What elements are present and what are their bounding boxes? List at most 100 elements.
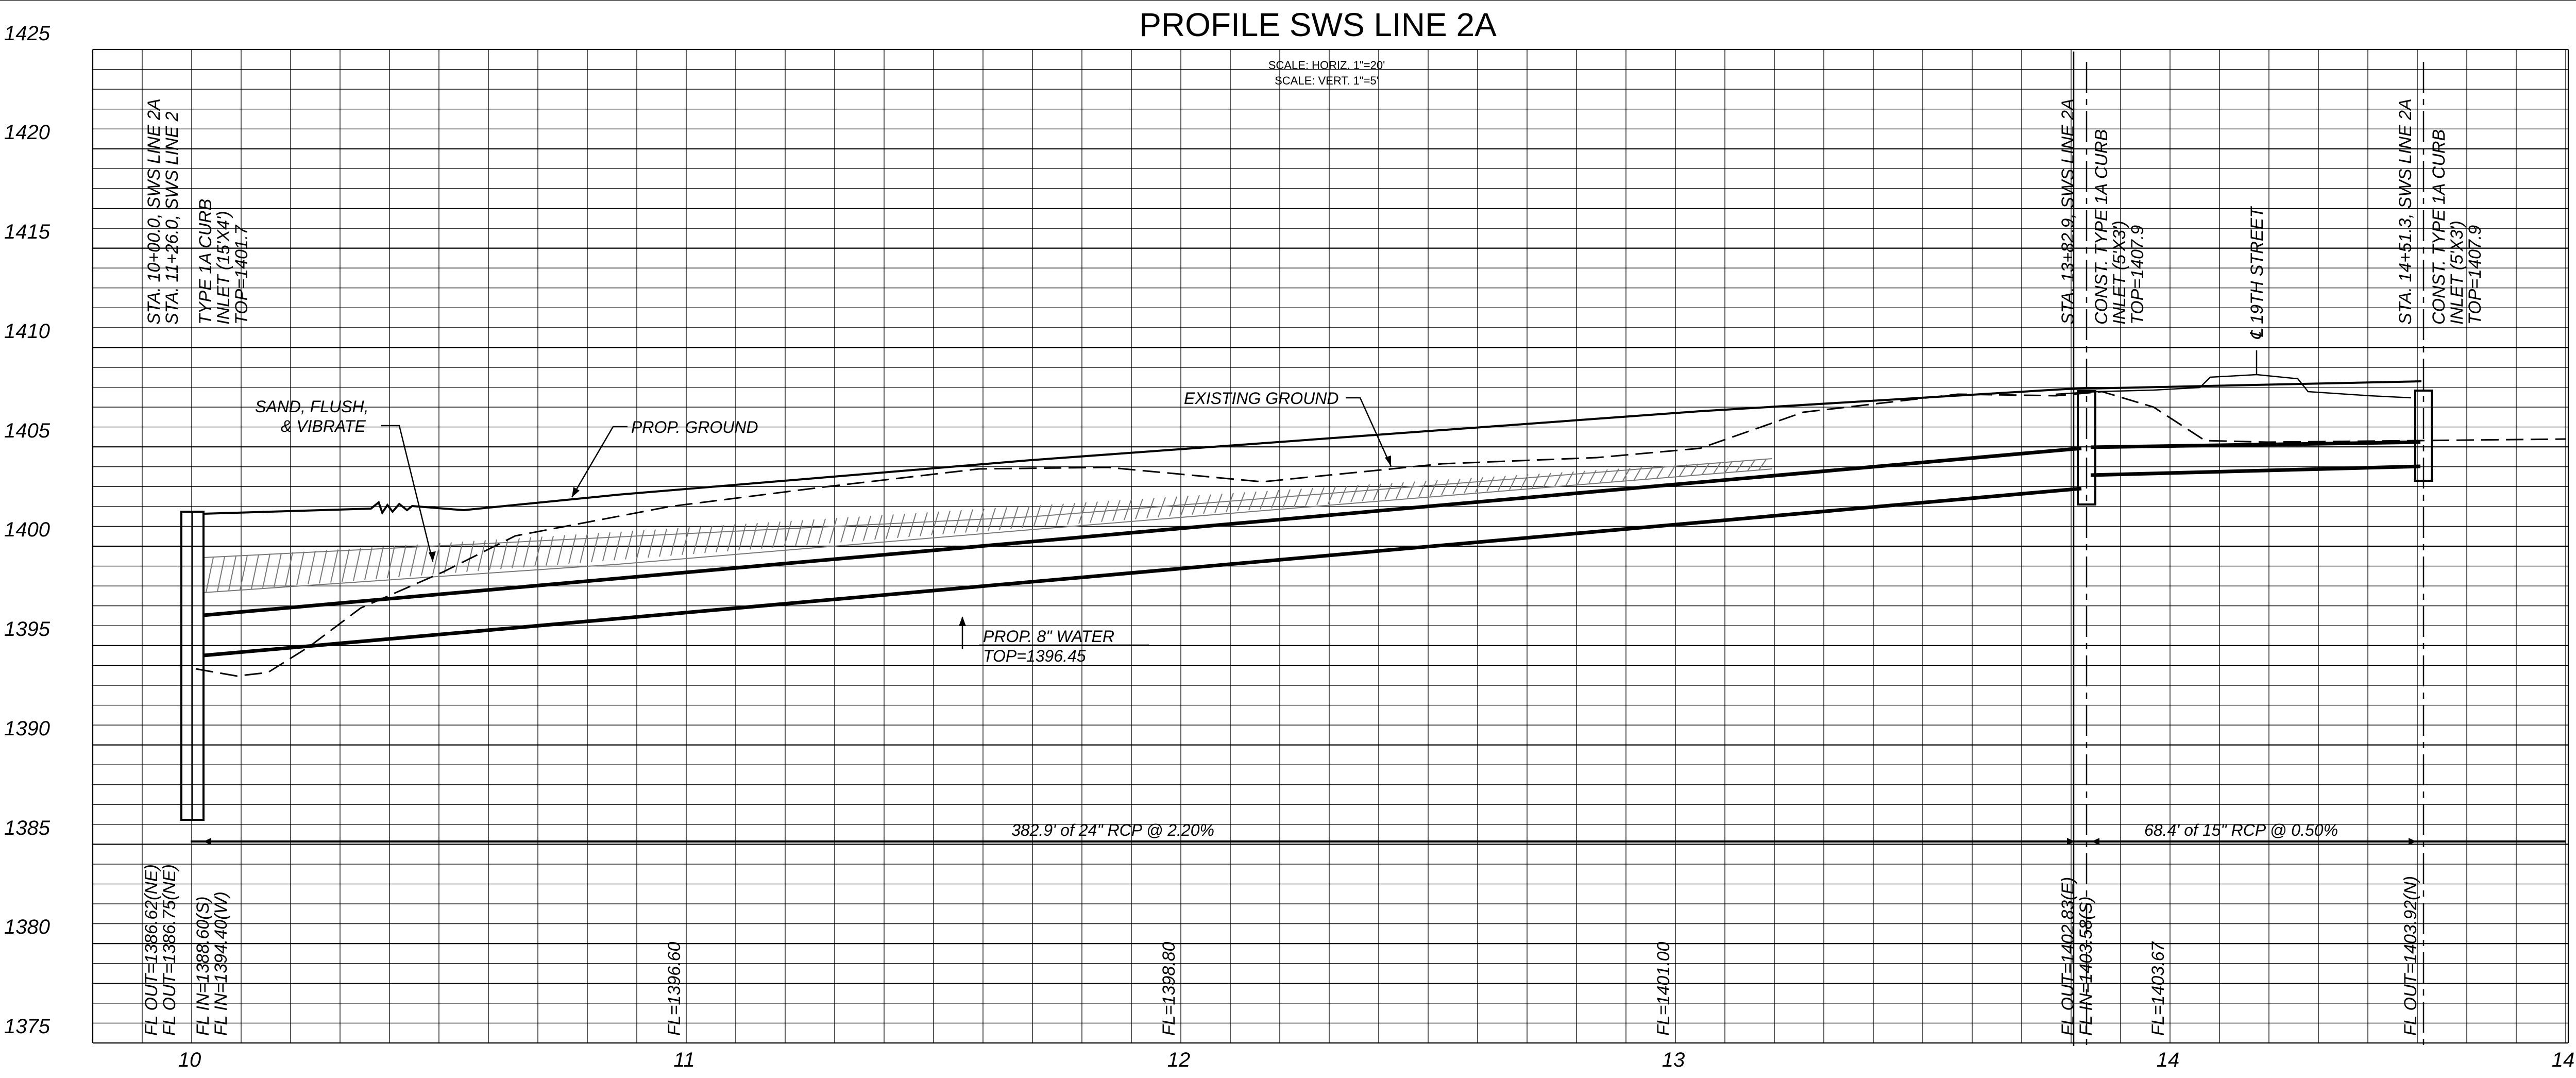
hatch-mark bbox=[455, 541, 463, 573]
hatch-mark bbox=[738, 524, 747, 551]
hatch-mark bbox=[444, 542, 452, 574]
profile-grid bbox=[0, 0, 2576, 1044]
hatch-mark bbox=[512, 537, 520, 569]
hatch-mark bbox=[704, 526, 713, 553]
inlet-right-note-4: TOP=1407.9 bbox=[2465, 225, 2485, 325]
hatch-mark bbox=[954, 510, 962, 534]
hatch-mark bbox=[886, 514, 894, 539]
hatch-mark bbox=[568, 534, 577, 564]
station-label: 14 bbox=[2552, 1049, 2575, 1071]
hatch-mark bbox=[1350, 485, 1359, 502]
street-centerline-label: ℄ 19TH STREET bbox=[2247, 206, 2267, 340]
flowline-12: FL=1398.80 bbox=[1159, 941, 1179, 1036]
hatch-mark bbox=[920, 512, 928, 536]
hatch-mark bbox=[1475, 477, 1483, 493]
hatch-mark bbox=[591, 533, 599, 562]
elevation-label: 1410 bbox=[4, 320, 50, 343]
elevation-label: 1420 bbox=[4, 121, 50, 144]
pipe-dimension-line bbox=[191, 838, 2566, 845]
hatch-mark bbox=[1146, 498, 1155, 519]
inlet-structure-right bbox=[2414, 62, 2433, 1046]
hatch-mark bbox=[648, 529, 656, 558]
hatch-mark bbox=[1464, 478, 1472, 494]
hatch-mark bbox=[274, 553, 282, 587]
hatch-mark bbox=[874, 515, 883, 540]
hatch-mark bbox=[1396, 482, 1404, 499]
hatch-mark bbox=[1611, 468, 1619, 482]
hatch-mark bbox=[478, 540, 486, 571]
hatch-mark bbox=[285, 552, 293, 586]
inlet-right-note-2: CONST. TYPE 1A CURB bbox=[2429, 129, 2449, 325]
hatch-mark bbox=[217, 557, 225, 592]
hatch-mark bbox=[942, 511, 951, 535]
hatch-mark bbox=[387, 546, 395, 579]
hatch-mark bbox=[1532, 473, 1540, 489]
hatch-mark bbox=[1282, 489, 1291, 508]
hatch-mark bbox=[1158, 497, 1166, 518]
storm-pipe-24-rcp bbox=[203, 446, 2082, 658]
hatch-mark bbox=[1588, 469, 1597, 484]
hatch-mark bbox=[534, 536, 543, 567]
hatch-mark bbox=[1656, 465, 1665, 479]
elevation-label: 1375 bbox=[4, 1015, 50, 1038]
hatch-mark bbox=[1407, 481, 1415, 498]
flowline-11: FL=1396.60 bbox=[665, 941, 684, 1036]
hatch-mark bbox=[557, 535, 565, 565]
hatch-mark bbox=[784, 520, 792, 547]
flowline-right: FL OUT=1403.92(N) bbox=[2401, 876, 2420, 1036]
station-labels: 10 11 12 13 14 14 bbox=[178, 1049, 2575, 1071]
prop-ground-callout: PROP. GROUND bbox=[571, 418, 758, 498]
hatch-mark bbox=[1271, 490, 1279, 509]
hatch-mark bbox=[1316, 487, 1325, 506]
hatch-mark bbox=[1384, 483, 1393, 500]
sand-bedding-hatch bbox=[203, 458, 1773, 593]
hatch-mark bbox=[489, 539, 497, 570]
inlet-left-note-2: STA. 11+26.0, SWS LINE 2 bbox=[162, 111, 182, 325]
flowline-left-2: FL OUT=1386.75(NE) bbox=[160, 864, 179, 1036]
hatch-mark bbox=[602, 532, 611, 562]
hatch-mark bbox=[965, 509, 973, 533]
scale-vert-label: SCALE: VERT. 1"=5' bbox=[1275, 74, 1379, 87]
inlet-mid-note-4: TOP=1407.9 bbox=[2128, 225, 2147, 325]
hatch-mark bbox=[398, 545, 406, 578]
hatch-mark bbox=[1668, 465, 1676, 478]
hatch-mark bbox=[1056, 503, 1064, 526]
hatch-mark bbox=[670, 528, 679, 556]
hatch-mark bbox=[1248, 491, 1257, 511]
elevation-label: 1400 bbox=[4, 518, 50, 541]
inlet-structure-left bbox=[180, 511, 205, 821]
flowline-left-4: FL IN=1394.40(W) bbox=[211, 891, 231, 1036]
hatch-mark bbox=[750, 523, 758, 550]
existing-ground-line bbox=[195, 391, 2566, 677]
hatch-mark bbox=[1441, 479, 1449, 496]
inlet-right-note-3: INLET (5'X3') bbox=[2447, 221, 2467, 325]
hatch-mark bbox=[1078, 502, 1087, 524]
hatch-mark bbox=[342, 548, 350, 582]
hatch-mark bbox=[1509, 475, 1517, 490]
water-line-callout: PROP. 8" WATER TOP=1396.45 bbox=[959, 616, 1149, 665]
elevation-label: 1380 bbox=[4, 916, 50, 938]
sand-callout-line-1: SAND, FLUSH, bbox=[255, 397, 368, 416]
station-label: 14 bbox=[2157, 1049, 2180, 1071]
inlet-mid-note-3: INLET (5'X3') bbox=[2110, 221, 2129, 325]
hatch-mark bbox=[931, 511, 939, 535]
flowline-mid-1: FL OUT=1402.83(E) bbox=[2058, 877, 2078, 1036]
hatch-mark bbox=[1305, 487, 1313, 506]
hatch-mark bbox=[1339, 485, 1347, 503]
hatch-mark bbox=[1452, 478, 1461, 495]
inlet-mid-note-1: STA. 13+82.9, SWS LINE 2A bbox=[2058, 98, 2078, 325]
hatch-mark bbox=[727, 524, 735, 552]
hatch-mark bbox=[1736, 460, 1744, 473]
inlet-right-notes: STA. 14+51.3, SWS LINE 2A CONST. TYPE 1A… bbox=[2396, 98, 2485, 325]
hatch-mark bbox=[1226, 493, 1234, 512]
hatch-mark bbox=[1543, 473, 1551, 487]
hatch-mark bbox=[1010, 506, 1019, 529]
sand-callout: SAND, FLUSH, & VIBRATE bbox=[255, 397, 436, 562]
flowline-mid-2: FL IN=1403.58(S) bbox=[2076, 896, 2096, 1036]
hatch-mark bbox=[421, 544, 429, 576]
hatch-mark bbox=[330, 549, 338, 583]
hatch-mark bbox=[1520, 474, 1529, 489]
hatch-mark bbox=[1702, 463, 1710, 475]
hatch-mark bbox=[1645, 466, 1653, 479]
hatch-mark bbox=[1090, 501, 1098, 523]
